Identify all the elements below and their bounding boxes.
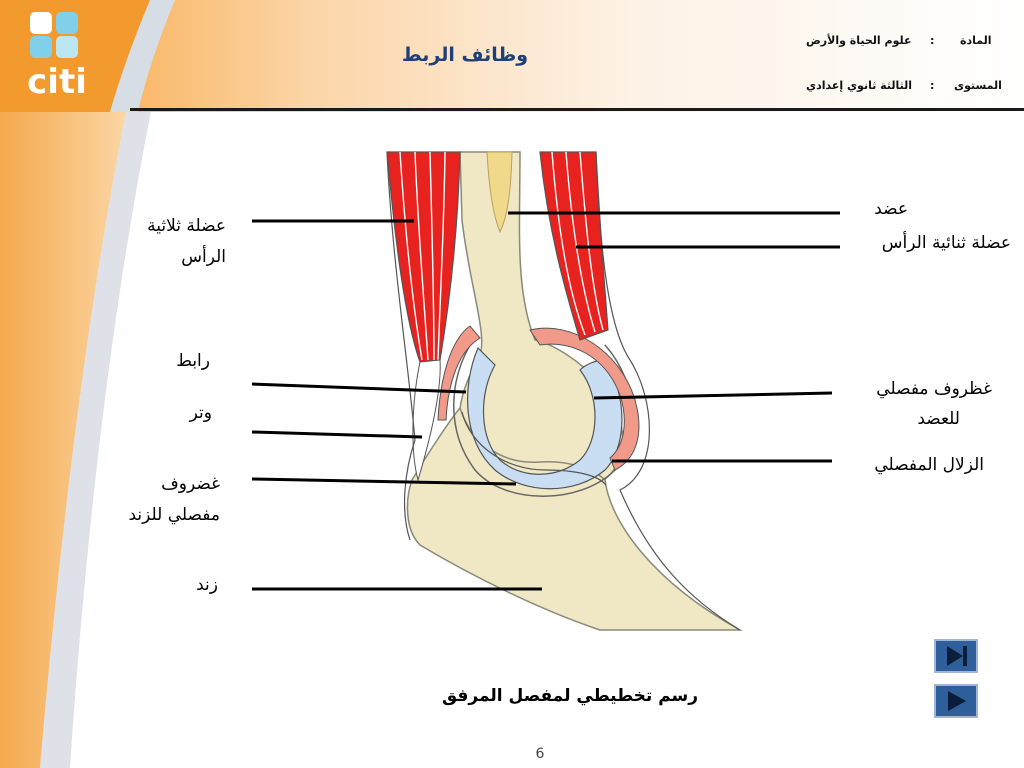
- leader-line-tendon: [251, 430, 423, 439]
- label-ulna: زند: [196, 575, 218, 595]
- label-triceps-line2: الرأس: [181, 247, 226, 267]
- subject-value: علوم الحياة والأرض: [806, 34, 912, 47]
- diagram-caption: رسم تخطيطي لمفصل المرفق: [441, 686, 699, 706]
- page-number: 6: [535, 746, 545, 762]
- skip-forward-button[interactable]: [934, 639, 978, 673]
- leader-line-humerus-cartilage: [593, 391, 833, 400]
- humerus-marrow: [486, 151, 513, 234]
- logo-text: citi: [27, 62, 87, 102]
- label-tendon: وتر: [189, 403, 212, 423]
- level-separator: :: [930, 79, 935, 92]
- label-biceps: عضلة ثنائية الرأس: [881, 233, 1011, 253]
- biceps-fibers: [551, 151, 604, 336]
- label-ligament: رابط: [176, 351, 210, 371]
- triceps-fibers: [399, 151, 446, 361]
- label-humerus-cartilage-line2: للعضد: [917, 409, 960, 429]
- play-icon: [948, 691, 966, 711]
- humerus-cartilage: [466, 346, 623, 490]
- ligament-right: [529, 327, 640, 471]
- arm-outline-right: [595, 151, 741, 631]
- skip-forward-icon: [947, 646, 967, 666]
- arm-outline-left: [386, 151, 416, 541]
- subject-separator: :: [930, 34, 935, 47]
- triceps-muscle: [386, 151, 461, 363]
- label-humerus-cartilage-line1: غظروف مفصلي: [876, 379, 992, 399]
- label-triceps-line1: عضلة ثلاثية: [147, 216, 226, 236]
- leader-line-ulna-cartilage: [251, 477, 517, 486]
- play-button[interactable]: [934, 684, 978, 718]
- citi-logo: citi: [22, 10, 92, 102]
- label-synovial-fluid: الزلال المفصلي: [874, 455, 984, 475]
- header-divider: [130, 108, 1024, 111]
- ligament-left: [437, 325, 481, 421]
- level-value: الثالثة ثانوي إعدادي: [806, 79, 912, 92]
- subject-label: المادة: [960, 34, 992, 47]
- page-title: وظائف الربط: [401, 44, 529, 66]
- level-label: المستوى: [954, 79, 1002, 92]
- label-ulna-cartilage-line1: غضروف: [161, 474, 220, 494]
- label-ulna-cartilage-line2: مفصلي للزند: [128, 505, 221, 525]
- left-decorative-band: [0, 0, 185, 768]
- label-humerus: عضد: [874, 199, 908, 219]
- leader-line-ligament: [251, 382, 467, 394]
- header-band: [0, 0, 1024, 112]
- ulna-cartilage: [461, 411, 607, 486]
